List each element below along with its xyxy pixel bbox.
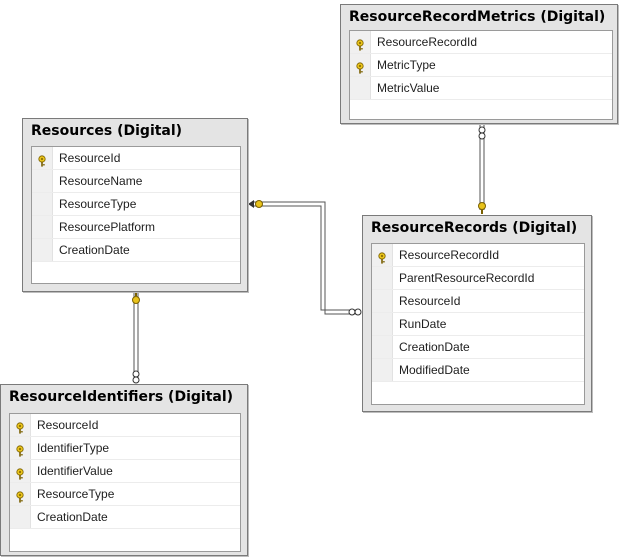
row-selector [32,216,53,238]
column-name: ResourceRecordId [377,35,478,49]
column-name: MetricValue [377,81,440,95]
primary-key-icon [354,36,366,51]
row-selector [32,239,53,261]
table-title: ResourceRecordMetrics (Digital) [349,9,606,25]
row-selector [32,193,53,215]
column-row[interactable]: ModifiedDate [372,359,584,382]
column-name: ResourcePlatform [59,220,156,234]
row-selector [32,170,53,192]
relationship-resources-records [248,200,362,316]
primary-key-icon [14,465,26,480]
primary-key-icon [14,488,26,503]
column-name: ResourceName [59,174,143,188]
column-row[interactable]: ParentResourceRecordId [372,267,584,290]
column-name: ResourceType [37,487,115,501]
row-selector [372,313,393,335]
table-title: ResourceIdentifiers (Digital) [9,389,234,405]
one-end-key-icon [248,200,263,208]
primary-key-icon [376,249,388,264]
primary-key-icon [36,152,48,167]
column-row[interactable]: MetricValue [350,77,612,100]
row-selector [372,336,393,358]
many-end-infinity-icon [132,370,140,384]
column-row[interactable]: ResourceName [32,170,240,193]
column-row[interactable]: ResourceId [372,290,584,313]
table-title: Resources (Digital) [31,123,183,139]
column-name: CreationDate [59,243,130,257]
column-name: IdentifierValue [37,464,113,478]
column-name: MetricType [377,58,436,72]
table-title: ResourceRecords (Digital) [371,220,578,236]
column-row[interactable]: ResourcePlatform [32,216,240,239]
column-row[interactable]: ResourceRecordId [350,31,612,54]
many-end-infinity-icon [478,126,486,140]
one-end-key-icon [478,202,486,214]
many-end-infinity-icon [348,308,362,316]
column-name: CreationDate [399,340,470,354]
row-selector [372,290,393,312]
one-end-key-icon [132,292,140,304]
primary-key-icon [14,442,26,457]
column-row[interactable]: ResourceType [10,483,240,506]
column-name: IdentifierType [37,441,110,455]
column-name: ResourceId [399,294,461,308]
primary-key-icon [14,419,26,434]
column-row[interactable]: ResourceType [32,193,240,216]
column-name: RunDate [399,317,447,331]
primary-key-icon [354,59,366,74]
column-row[interactable]: CreationDate [372,336,584,359]
column-row[interactable]: MetricType [350,54,612,77]
table-resource-identifiers[interactable]: ResourceIdentifiers (Digital) ResourceId… [0,384,248,556]
row-selector [10,506,31,528]
relationship-metrics-records [478,124,486,214]
column-name: ParentResourceRecordId [399,271,535,285]
column-name: ResourceType [59,197,137,211]
column-row[interactable]: CreationDate [10,506,240,529]
table-resource-records[interactable]: ResourceRecords (Digital) ResourceRecord… [362,215,592,412]
row-selector [350,77,371,99]
column-name: ModifiedDate [399,363,470,377]
column-name: ResourceRecordId [399,248,500,262]
column-row[interactable]: ResourceRecordId [372,244,584,267]
column-row[interactable]: IdentifierValue [10,460,240,483]
row-selector [372,267,393,289]
column-row[interactable]: CreationDate [32,239,240,262]
row-selector [372,359,393,381]
column-row[interactable]: ResourceId [32,147,240,170]
table-resource-record-metrics[interactable]: ResourceRecordMetrics (Digital) Resource… [340,4,618,124]
column-row[interactable]: ResourceId [10,414,240,437]
column-name: ResourceId [59,151,121,165]
column-row[interactable]: IdentifierType [10,437,240,460]
column-row[interactable]: RunDate [372,313,584,336]
column-name: ResourceId [37,418,99,432]
column-name: CreationDate [37,510,108,524]
relationship-resources-identifiers [132,292,140,384]
